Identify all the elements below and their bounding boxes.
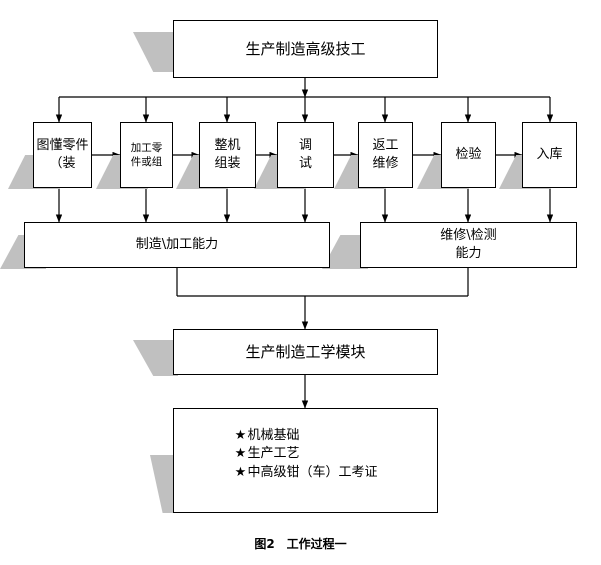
node-capability-manufacturing[interactable]: 制造\加工能力 (24, 222, 330, 268)
node-process-step-6-label: 检验 (455, 147, 482, 163)
node-process-step-6[interactable]: 检验 (441, 122, 496, 188)
list-item-label: 生产工艺 (247, 446, 300, 462)
list-item-label: 机械基础 (247, 428, 300, 443)
list-item-label: 中高级钳（车）工考证 (247, 464, 378, 480)
node-title-box-label: 生产制造高级技工 (245, 39, 366, 58)
node-capability-maintenance[interactable]: 维修\检测 能力 (360, 222, 577, 268)
course-list: ★机械基础 ★生产工艺 ★中高级钳（车）工考证 (233, 427, 378, 482)
list-item[interactable]: ★中高级钳（车）工考证 (233, 464, 378, 482)
node-process-step-2-label: 加工零 件或组 (130, 141, 163, 168)
node-title-box[interactable]: 生产制造高级技工 (173, 20, 438, 78)
node-process-step-1-label: 图懂零件（装 (36, 138, 89, 171)
star-icon: ★ (234, 428, 247, 443)
node-process-step-4[interactable]: 调 试 (277, 122, 334, 188)
node-capability-manufacturing-label: 制造\加工能力 (135, 237, 219, 253)
node-process-step-1[interactable]: 图懂零件（装 (33, 122, 92, 188)
star-icon: ★ (234, 446, 247, 462)
figure-caption: 图2 工作过程一 (254, 537, 347, 551)
node-process-step-7[interactable]: 入库 (522, 122, 577, 188)
node-process-step-4-label: 调 试 (298, 138, 312, 171)
node-process-step-5[interactable]: 返工 维修 (358, 122, 413, 188)
node-module-box-label: 生产制造工学模块 (245, 342, 366, 361)
node-process-step-5-label: 返工 维修 (372, 138, 399, 171)
node-capability-maintenance-label: 维修\检测 能力 (440, 228, 497, 261)
node-module-box[interactable]: 生产制造工学模块 (173, 329, 438, 375)
shadow-title-box (133, 32, 178, 72)
list-item[interactable]: ★生产工艺 (233, 445, 377, 463)
list-item[interactable]: ★机械基础 (233, 427, 377, 445)
shadow-module-box (133, 340, 178, 376)
node-process-step-2[interactable]: 加工零 件或组 (120, 122, 173, 188)
node-process-step-7-label: 入库 (536, 147, 563, 163)
star-icon: ★ (234, 464, 247, 480)
node-course-list-box[interactable]: ★机械基础 ★生产工艺 ★中高级钳（车）工考证 (173, 408, 438, 513)
node-process-step-3[interactable]: 整机 组装 (199, 122, 256, 188)
node-process-step-3-label: 整机 组装 (214, 138, 241, 171)
